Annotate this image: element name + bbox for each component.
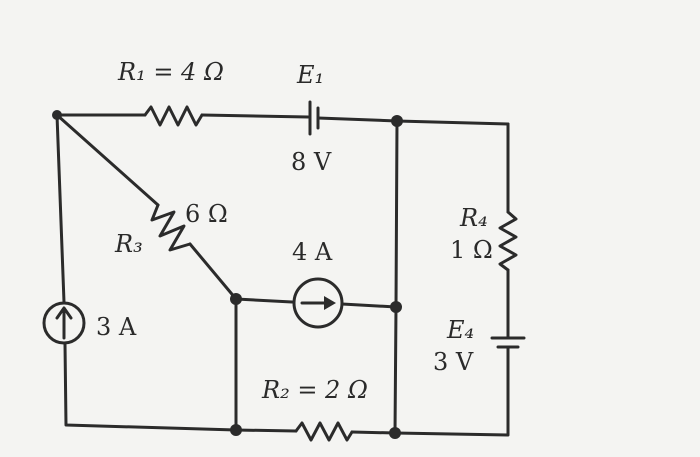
wire-bottom-right bbox=[350, 430, 397, 435]
label-4a: 4 A bbox=[292, 238, 333, 266]
node-middle bbox=[390, 301, 402, 313]
node-top-middle bbox=[391, 115, 403, 127]
node-bottom-right bbox=[389, 427, 401, 439]
wire-r1-e1 bbox=[200, 113, 310, 119]
resistor-r4 bbox=[498, 210, 518, 272]
label-r1: R₁ = 4 Ω bbox=[118, 58, 224, 86]
wire-right-lower bbox=[393, 345, 510, 437]
label-r4-value: 1 Ω bbox=[450, 236, 493, 264]
wire-middle-vertical bbox=[393, 119, 399, 435]
node-bottom-left bbox=[230, 424, 242, 436]
current-source-3a bbox=[42, 301, 86, 345]
label-r3: R₃ bbox=[115, 230, 143, 258]
label-e4-value: 3 V bbox=[433, 348, 474, 376]
node-top-left bbox=[52, 110, 62, 120]
resistor-r3 bbox=[150, 203, 192, 252]
label-e4: E₄ bbox=[447, 316, 475, 344]
wire-node-to-4a bbox=[234, 297, 294, 304]
wire-diagonal-lower bbox=[188, 242, 238, 301]
current-source-4a-arrow-head bbox=[324, 296, 336, 310]
wire-left-lower bbox=[63, 342, 238, 432]
wire-4a-to-middle bbox=[340, 302, 398, 309]
label-r3-value: 6 Ω bbox=[185, 200, 228, 228]
label-e1: E₁ bbox=[297, 61, 325, 89]
current-source-3a-arrow-head bbox=[55, 306, 73, 320]
wire-bottom-left bbox=[234, 428, 298, 433]
label-e1-value: 8 V bbox=[291, 148, 332, 176]
resistor-r1 bbox=[143, 105, 204, 127]
label-r2: R₂ = 2 Ω bbox=[262, 376, 368, 404]
resistor-r2 bbox=[294, 421, 354, 442]
wire-e1-right bbox=[316, 116, 510, 126]
wire-left-upper bbox=[55, 113, 66, 304]
label-3a: 3 A bbox=[96, 313, 137, 341]
node-inner bbox=[230, 293, 242, 305]
wire-diagonal-upper bbox=[55, 113, 160, 207]
label-r4: R₄ bbox=[460, 204, 488, 232]
